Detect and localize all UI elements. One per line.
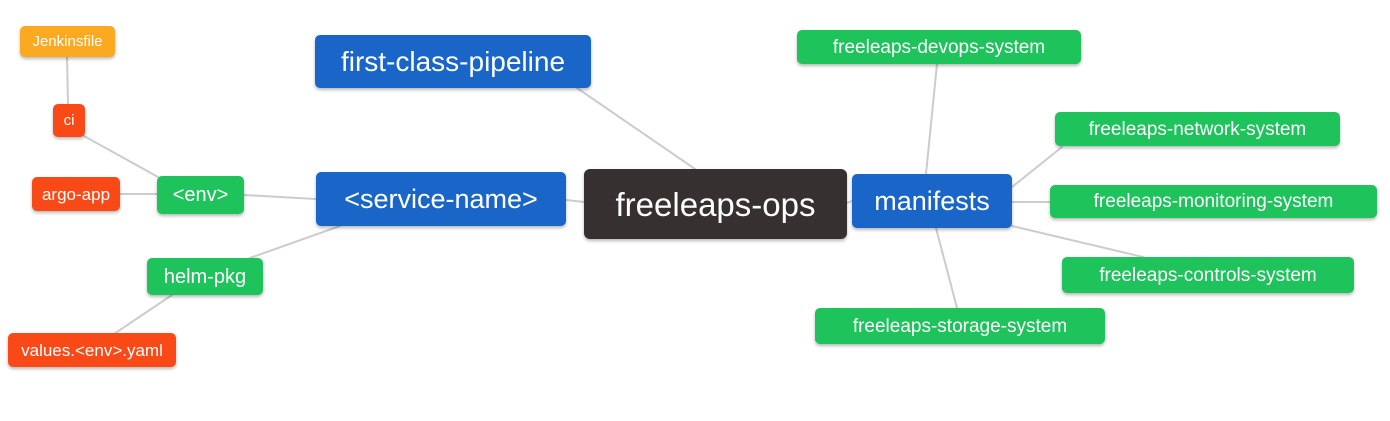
edge-values-helm-pkg <box>113 294 173 335</box>
edge-service-name-freeleaps-ops <box>565 199 585 203</box>
node-helm-pkg[interactable]: helm-pkg <box>147 258 263 295</box>
edge-manifests-network <box>1011 146 1063 188</box>
node-service-name[interactable]: <service-name> <box>316 172 566 226</box>
node-env[interactable]: <env> <box>157 176 244 214</box>
edge-ci-env <box>83 135 159 178</box>
node-freeleaps-devops-system[interactable]: freeleaps-devops-system <box>797 30 1081 64</box>
node-jenkinsfile[interactable]: Jenkinsfile <box>20 26 115 57</box>
edge-pipeline-freeleaps-ops <box>576 87 696 170</box>
node-freeleaps-controls-system[interactable]: freeleaps-controls-system <box>1062 257 1354 293</box>
edge-manifests-controls <box>1011 225 1144 258</box>
node-freeleaps-storage-system[interactable]: freeleaps-storage-system <box>815 308 1105 344</box>
node-ci[interactable]: ci <box>53 104 85 137</box>
edge-helm-pkg-service-name <box>249 225 341 259</box>
node-freeleaps-monitoring-system[interactable]: freeleaps-monitoring-system <box>1050 185 1377 218</box>
node-values-env-yaml[interactable]: values.<env>.yaml <box>8 333 176 367</box>
node-argo-app[interactable]: argo-app <box>32 177 120 211</box>
edge-manifests-storage <box>935 227 958 309</box>
edge-env-service-name <box>243 194 317 200</box>
node-freeleaps-network-system[interactable]: freeleaps-network-system <box>1055 112 1340 146</box>
edge-manifests-devops <box>925 63 938 175</box>
node-manifests[interactable]: manifests <box>852 174 1012 228</box>
edge-jenkinsfile-ci <box>66 56 69 105</box>
node-first-class-pipeline[interactable]: first-class-pipeline <box>315 35 591 88</box>
node-freeleaps-ops[interactable]: freeleaps-ops <box>584 169 847 239</box>
edge-freeleaps-ops-manifests <box>846 200 853 204</box>
